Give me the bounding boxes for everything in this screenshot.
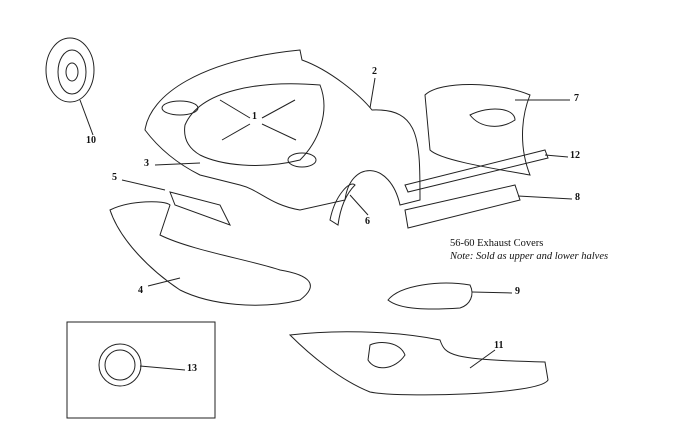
part-13-box: [66, 321, 216, 419]
note-text: Note: Sold as upper and lower halves: [450, 251, 609, 262]
callout-10: 10: [86, 135, 96, 146]
body-shell-drawing: [144, 49, 421, 211]
part-4-drawing: [109, 201, 311, 306]
leader-lines: [79, 77, 573, 371]
callout-8: 8: [575, 192, 580, 203]
callout-6: 6: [365, 216, 370, 227]
callout-2: 2: [372, 66, 377, 77]
callout-7: 7: [574, 93, 579, 104]
callout-1: 1: [252, 111, 257, 122]
callout-3: 3: [144, 158, 149, 169]
part-6-drawing: [329, 183, 356, 226]
part-12-drawing: [404, 149, 549, 193]
callout-4: 4: [138, 285, 143, 296]
callout-12: 12: [570, 150, 580, 161]
part-8-drawing: [404, 184, 521, 229]
callout-9: 9: [515, 286, 520, 297]
callout-11: 11: [494, 340, 504, 351]
part-13-drawing: [98, 343, 142, 387]
part-9-drawing: [387, 282, 473, 310]
note-title: 56-60 Exhaust Covers: [450, 238, 544, 249]
callout-13: 13: [187, 363, 197, 374]
part-11-drawing: [288, 331, 549, 396]
part-7-drawing: [424, 84, 531, 176]
part-10-drawing: [45, 37, 95, 103]
callout-5: 5: [112, 172, 117, 183]
exhaust-cover-note: 56-60 Exhaust Covers Note: Sold as upper…: [450, 237, 608, 263]
part-5-drawing: [169, 191, 232, 226]
